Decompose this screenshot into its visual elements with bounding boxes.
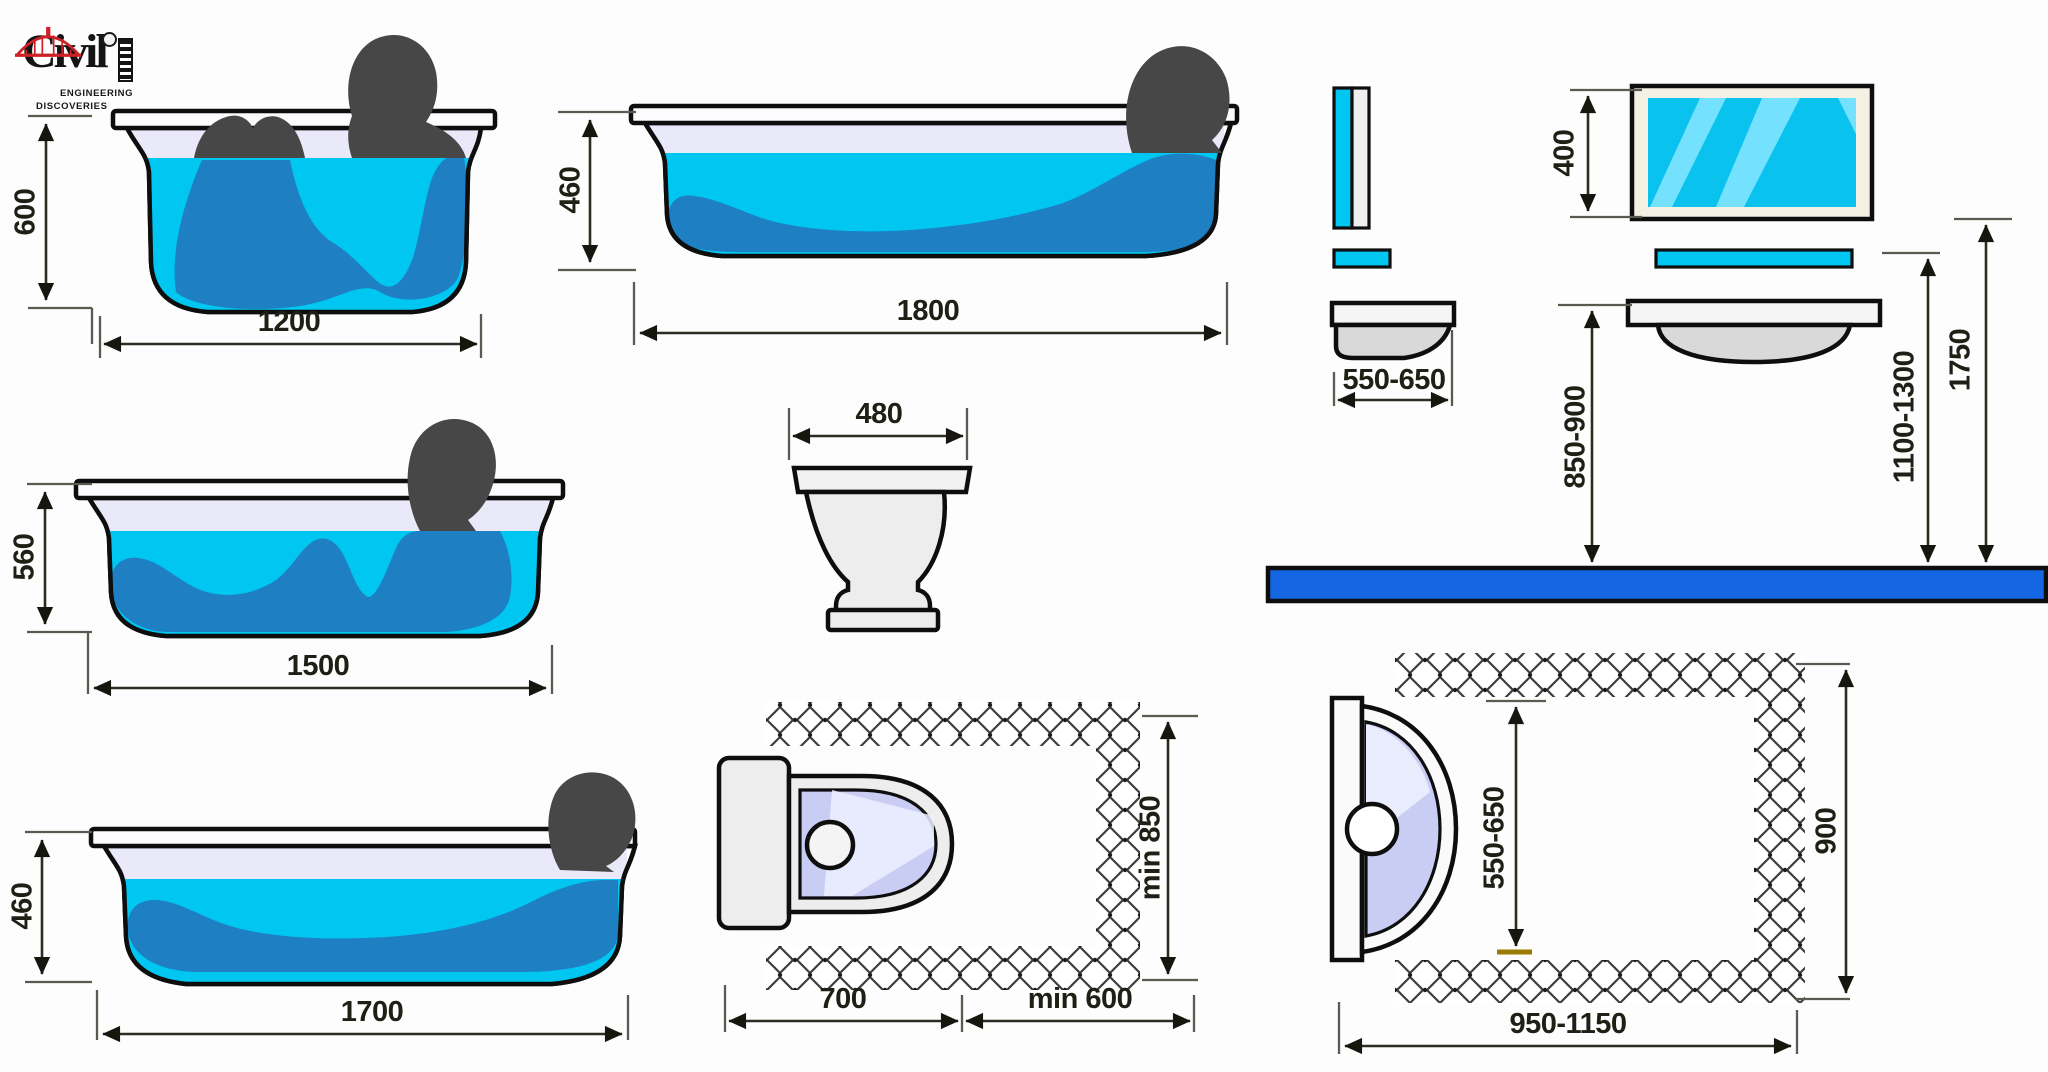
person-head: [407, 419, 496, 531]
tub-rim: [88, 826, 638, 849]
mirror-glint: [1838, 98, 1856, 134]
dim-label-900: 900: [1811, 808, 1843, 855]
tub-shell-outline: [100, 843, 638, 987]
dim-label-460a: 460: [555, 167, 587, 214]
dim-label-700: 700: [820, 983, 867, 1015]
washstand-side-view: 550-650: [1329, 86, 1457, 409]
dim-label-1800: 1800: [897, 295, 960, 327]
tap-hole: [1344, 801, 1400, 857]
dim-label-460b: 460: [7, 883, 39, 930]
shelf-front: [1654, 248, 1854, 269]
corner-basin-plan-view: 550-650 900 950-1150: [1329, 653, 1855, 1055]
logo-subtitle-discoveries: DISCOVERIES: [36, 101, 108, 112]
person-head-torso: [348, 35, 466, 158]
basin-rim-front: [1625, 298, 1883, 328]
dim-label-400: 400: [1549, 130, 1581, 177]
toilet-plan-view: 700 min 600 min 850: [716, 702, 1198, 1032]
wall-right: [1754, 697, 1805, 960]
tub-shell-outline: [123, 125, 484, 315]
dim-label-1700: 1700: [341, 996, 404, 1028]
flush-opening: [804, 819, 856, 871]
tub-rim: [110, 108, 498, 131]
person-underwater: [174, 156, 468, 310]
dim-label-1200: 1200: [258, 306, 321, 338]
toilet-body: [803, 489, 947, 615]
wall-right: [1096, 746, 1140, 948]
person-head: [1126, 46, 1230, 154]
dim-bathtub3-length: 1500: [93, 645, 554, 697]
toilet-base: [825, 607, 941, 633]
toilet-cistern: [716, 755, 792, 931]
dim-label-560: 560: [9, 534, 41, 581]
bathtub-lying-1800: [628, 46, 1240, 259]
person-underwater: [667, 153, 1216, 252]
dim-bathtub4-length: 1700: [95, 990, 630, 1043]
dim-label-min850: min 850: [1135, 796, 1167, 901]
mirror-side: [1332, 86, 1354, 230]
dim-bathtub3-height: 560: [9, 482, 92, 694]
toilet-rim: [791, 465, 973, 495]
bowl-highlight: [824, 790, 934, 896]
dim-bathtub2-length: 1800: [632, 282, 1229, 345]
bathtub-reclining-1500: [73, 419, 566, 639]
logo-building-icon: [118, 38, 133, 82]
wall-top: [766, 702, 1140, 746]
logo-word: Civil: [22, 25, 109, 78]
wall-bottom: [766, 946, 1140, 990]
dim-label-550-650-plan: 550-650: [1479, 787, 1511, 890]
wall-bottom: [1395, 960, 1805, 1003]
dim-label-550-650-side: 550-650: [1343, 364, 1446, 396]
washstand-front-elevation: 400 850-900 1100-1300 1750: [1265, 83, 2048, 604]
dim-label-950-1150: 950-1150: [1510, 1008, 1627, 1040]
dim-label-850-900: 850-900: [1560, 386, 1592, 489]
toilet-front-view: 480: [787, 398, 973, 633]
dim-label-min600: min 600: [1028, 983, 1133, 1015]
tub-shell-outline: [85, 495, 556, 639]
person-underwater: [127, 880, 619, 972]
person-head: [548, 772, 636, 872]
logo-civil-engineering-discoveries: Civil ENGINEERING DISCOVERIES: [14, 26, 154, 122]
wall-top: [1395, 653, 1805, 697]
dim-bathtub4-height: 460: [7, 830, 92, 984]
basin-rim-side: [1329, 300, 1457, 328]
shelf-side: [1332, 248, 1392, 269]
dim-label-1750: 1750: [1945, 329, 1977, 392]
tub-inner-wall: [104, 846, 627, 879]
dim-label-1100-1300: 1100-1300: [1889, 351, 1921, 484]
tub-rim: [628, 103, 1240, 126]
basin-bowl-front: [1655, 322, 1853, 365]
basin-bowl-side: [1333, 322, 1453, 361]
dim-label-1500: 1500: [287, 650, 350, 682]
person-underwater: [110, 531, 512, 632]
dim-label-600: 600: [10, 189, 42, 236]
floor-line: [1265, 565, 2048, 604]
mirror-backing-side: [1350, 86, 1371, 230]
dim-bathtub1-height: 600: [10, 114, 94, 344]
person-knees: [194, 115, 305, 158]
dim-bathtub1-length: 1200: [98, 306, 483, 358]
logo-bridge-icon: [14, 26, 82, 57]
logo-globe-icon: [102, 32, 117, 47]
bathtub-lying-1700: [88, 772, 638, 987]
dim-bathtub2-height: 460: [555, 110, 636, 272]
tub-inner-wall: [89, 498, 553, 531]
mirror-glint: [1716, 98, 1800, 207]
dim-label-480: 480: [856, 398, 903, 430]
logo-subtitle-engineering: ENGINEERING: [60, 88, 134, 99]
mirror-glint: [1650, 98, 1726, 207]
bathtub-sitting-1200: [110, 35, 498, 315]
